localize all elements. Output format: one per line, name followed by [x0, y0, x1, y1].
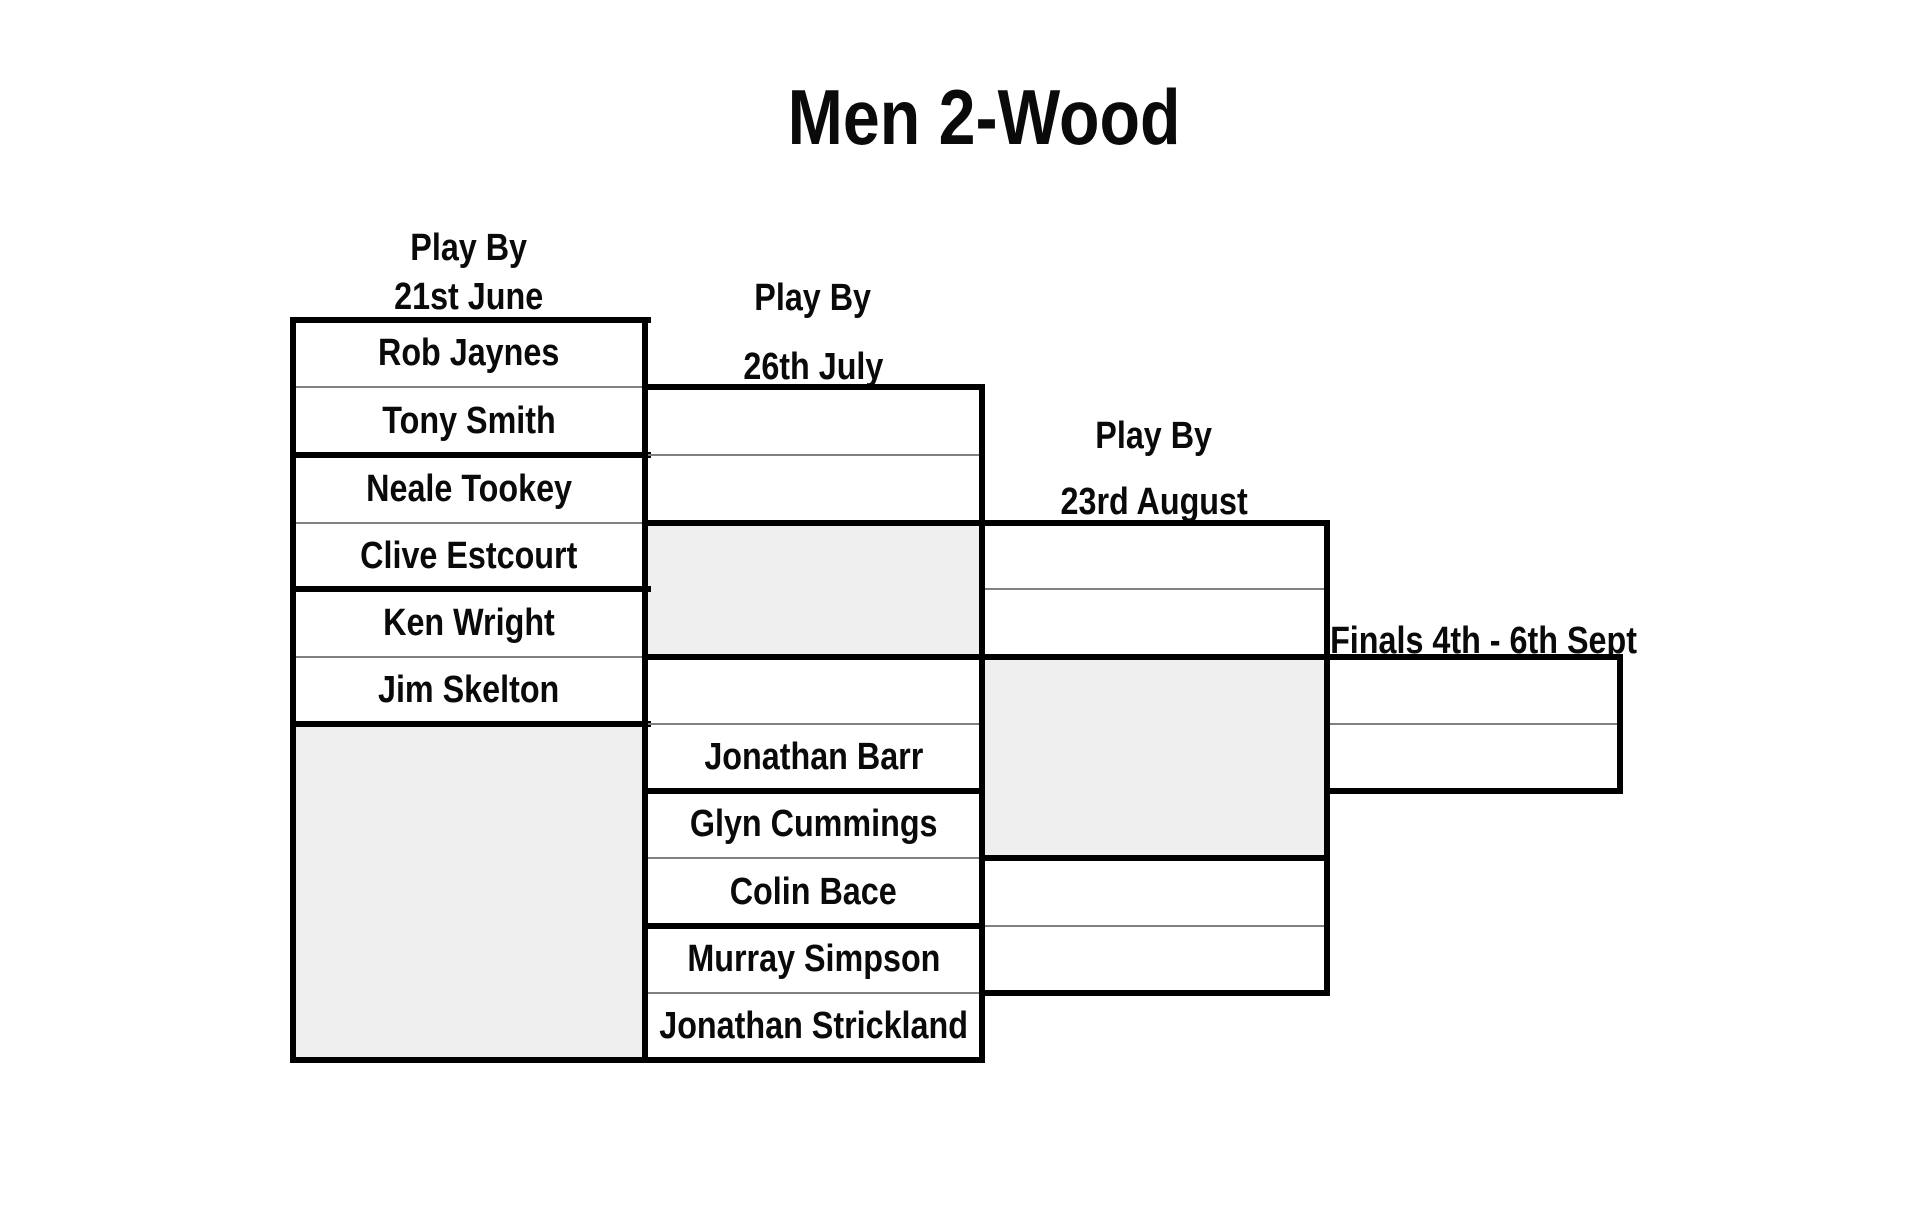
round2-header-playby: Play By	[754, 276, 872, 319]
bracket-line	[290, 721, 651, 727]
round1-header-date: 21st June	[394, 275, 544, 318]
bracket-line	[293, 522, 645, 524]
bracket-line	[642, 520, 1330, 526]
bracket-line	[982, 925, 1327, 927]
bracket-line	[290, 317, 651, 323]
bracket-line	[293, 656, 645, 658]
round2-header-date: 26th July	[742, 345, 884, 388]
bracket-line	[642, 654, 1623, 660]
round3-winner-slot-3	[982, 858, 1327, 926]
round2-slot-murray-simpson: Murray Simpson	[686, 938, 941, 980]
round2-bye-block	[645, 523, 982, 657]
bracket-line	[642, 384, 985, 390]
round1-slot-6: Jim Skelton	[378, 669, 560, 711]
bracket-line	[979, 384, 985, 1063]
round3-winner-slot-4	[982, 926, 1327, 993]
round3-winner-slot-2	[982, 589, 1327, 657]
bracket-line	[645, 723, 982, 725]
bracket-line	[1327, 723, 1620, 725]
round2-winner-slot-3	[645, 657, 982, 724]
round3-winner-slot-1	[982, 523, 1327, 589]
round2-winner-slot-2	[645, 455, 982, 523]
bracket-line	[979, 990, 1330, 996]
page-title: Men 2-Wood	[787, 72, 1181, 161]
bracket-line	[642, 923, 985, 929]
bracket-line	[645, 857, 982, 859]
round2-slot-glyn-cummings: Glyn Cummings	[689, 803, 938, 845]
round3-header-playby: Play By	[1095, 414, 1213, 457]
bracket-line	[1617, 654, 1623, 794]
bracket-line	[979, 855, 1330, 861]
round1-bye-block	[293, 724, 645, 1060]
finals-winner-slot-1	[1327, 657, 1620, 724]
round1-slot-2: Tony Smith	[382, 399, 556, 442]
finals-winner-slot-2	[1327, 726, 1620, 793]
round1-slot-1: Rob Jaynes	[378, 332, 560, 374]
bracket-line	[290, 317, 296, 1063]
round3-bye-block	[982, 657, 1327, 858]
bracket-line	[1324, 788, 1623, 794]
round2-winner-slot-1	[645, 387, 982, 455]
bracket-line	[1324, 520, 1330, 996]
round3-header-date: 23rd August	[1060, 480, 1248, 523]
round2-slot-colin-bace: Colin Bace	[730, 870, 897, 913]
bracket-line	[982, 588, 1327, 590]
bracket-line	[293, 386, 645, 388]
round1-slot-5: Ken Wright	[383, 601, 555, 644]
round2-slot-jonathan-strickland: Jonathan Strickland	[659, 1005, 968, 1047]
bracket-line	[290, 452, 651, 458]
bracket-line	[642, 788, 985, 794]
bracket-line	[645, 992, 982, 994]
bracket-line	[290, 1057, 985, 1063]
bracket-line	[642, 317, 648, 1063]
round1-slot-4: Clive Estcourt	[360, 534, 578, 577]
round1-slot-3: Neale Tookey	[366, 467, 572, 510]
bracket-line	[645, 454, 982, 456]
round1-header-playby: Play By	[410, 226, 528, 269]
round2-slot-jonathan-barr: Jonathan Barr	[704, 736, 923, 778]
bracket-line	[290, 586, 651, 592]
